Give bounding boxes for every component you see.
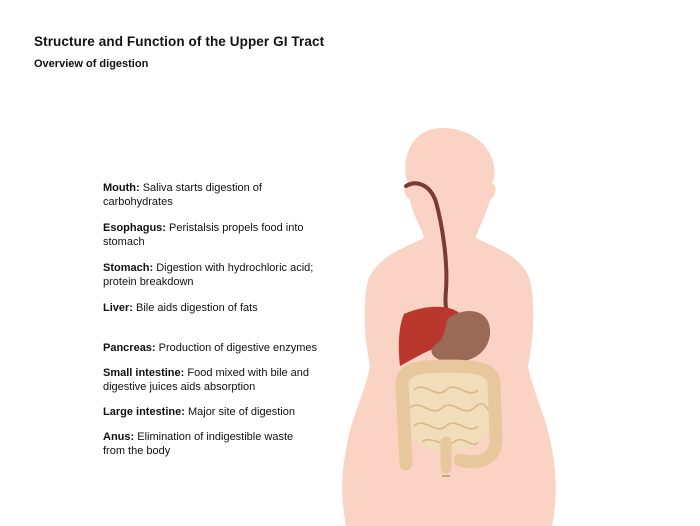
label-description: Food mixed with bile and digestive juice… — [103, 367, 310, 393]
label-description: Bile aids digestion of fats — [136, 302, 258, 314]
label-description: Saliva starts digestion of carbohydrates — [103, 182, 262, 208]
label-description: Production of digestive enzymes — [158, 342, 318, 354]
diagram-title: Structure and Function of the Upper GI T… — [34, 34, 325, 49]
label-term: Small intestine: — [103, 367, 185, 379]
label-term: Pancreas: — [103, 342, 156, 354]
body-figure — [342, 128, 556, 526]
label-small-intestine: Small intestine: Food mixed with bile an… — [103, 366, 318, 394]
label-pancreas: Pancreas: Production of digestive enzyme… — [103, 341, 318, 355]
small-intestine — [400, 364, 496, 452]
diagram-subtitle: Overview of digestion — [34, 58, 149, 70]
label-description: Digestion with hydrochloric acid; protei… — [103, 262, 314, 288]
label-description: Major site of digestion — [187, 406, 295, 418]
label-liver: Liver: Bile aids digestion of fats — [103, 301, 318, 315]
small-intestine-coils — [409, 386, 491, 446]
label-stomach: Stomach: Digestion with hydrochloric aci… — [103, 261, 318, 289]
stomach — [431, 311, 491, 363]
label-large-intestine: Large intestine: Major site of digestion — [103, 405, 318, 419]
label-term: Liver: — [103, 302, 133, 314]
anatomy-illustration — [330, 120, 570, 526]
label-mouth: Mouth: Saliva starts digestion of carboh… — [103, 181, 318, 209]
large-intestine — [395, 359, 503, 471]
label-term: Anus: — [103, 431, 135, 443]
label-description: Peristalsis propels food into stomach — [103, 222, 304, 248]
label-term: Mouth: — [103, 182, 140, 194]
label-esophagus: Esophagus: Peristalsis propels food into… — [103, 221, 318, 249]
label-term: Esophagus: — [103, 222, 166, 234]
organ-labels: Mouth: Saliva starts digestion of carboh… — [103, 181, 318, 458]
liver — [398, 306, 462, 366]
label-description: Elimination of indigestible waste from t… — [103, 431, 294, 457]
label-term: Stomach: — [103, 262, 154, 274]
label-anus: Anus: Elimination of indigestible waste … — [103, 430, 318, 458]
label-term: Large intestine: — [103, 406, 185, 418]
